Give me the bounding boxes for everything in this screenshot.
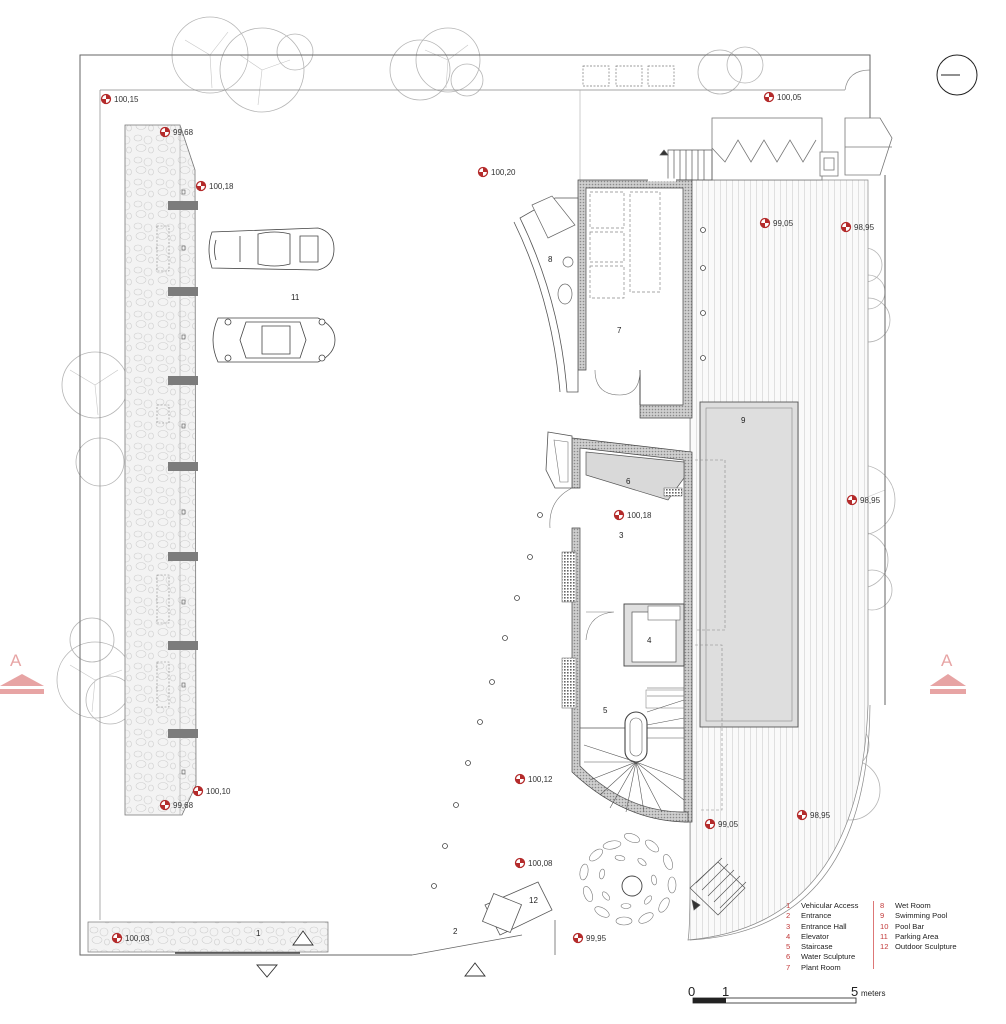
level-value: 99,68 [173, 128, 194, 137]
scale-five: 5 [851, 984, 858, 999]
room-number: 11 [291, 293, 300, 302]
garden-lights [431, 227, 706, 889]
level-marker: 99,68 [159, 126, 194, 138]
room-number: 7 [617, 326, 622, 335]
level-value: 100,18 [209, 182, 234, 191]
level-marker: 100,18 [613, 509, 652, 521]
level-marker: 100,05 [763, 91, 802, 103]
room-number: 9 [741, 416, 746, 425]
section-marker-right: A [930, 651, 966, 694]
level-value: 99,68 [173, 801, 194, 810]
level-value: 100,03 [125, 934, 150, 943]
outdoor-sculpture-ring [579, 833, 677, 926]
section-label-right: A [941, 651, 953, 670]
entrance-mats [561, 551, 577, 709]
room-number: 1 [256, 929, 261, 938]
room-number: 8 [548, 255, 553, 264]
scale-zero: 0 [688, 984, 695, 999]
triangle-markers [256, 930, 486, 978]
level-marker: 100,03 [111, 932, 150, 944]
level-value: 98,95 [854, 223, 875, 232]
level-marker: 98,95 [840, 221, 875, 233]
level-value: 100,18 [627, 511, 652, 520]
room-number: 3 [619, 531, 624, 540]
entrance-path [411, 920, 556, 956]
level-value: 98,95 [860, 496, 881, 505]
vehicular-access [87, 921, 329, 954]
plant-room [577, 178, 693, 419]
scale-bar: 0 1 5 meters [688, 984, 885, 1004]
room-number: 4 [647, 636, 652, 645]
room-numbers: 1 2 3 4 5 6 7 8 9 11 12 [256, 255, 746, 938]
level-value: 100,12 [528, 775, 553, 784]
legend-divider [873, 901, 874, 969]
sculpture-12 [481, 881, 553, 936]
level-marker: 100,08 [514, 857, 553, 869]
north-arrow-icon [936, 54, 978, 96]
car-bottom [212, 317, 336, 363]
level-value: 99,05 [718, 820, 739, 829]
section-label-left: A [10, 651, 22, 670]
level-marker: 100,15 [100, 93, 139, 105]
level-marker: 100,12 [514, 773, 553, 785]
level-value: 100,15 [114, 95, 139, 104]
level-marker: 100,10 [192, 785, 231, 797]
room-number: 12 [529, 896, 538, 905]
planters [582, 65, 675, 87]
room-number: 2 [453, 927, 458, 936]
room-number: 6 [626, 477, 631, 486]
level-value: 98,95 [810, 811, 831, 820]
scale-one: 1 [722, 984, 729, 999]
level-markers: 100,15 99,68 100,18 100,20 100,05 99,05 98,95 1… [100, 91, 881, 944]
level-marker: 100,18 [195, 180, 234, 192]
deck-steps-bottom [689, 857, 747, 916]
level-value: 100,10 [206, 787, 231, 796]
level-marker: 99,68 [159, 799, 194, 811]
room-number: 5 [603, 706, 608, 715]
pool-deck [687, 179, 869, 941]
car-top [208, 227, 335, 271]
scale-unit: meters [861, 989, 885, 998]
level-marker: 99,95 [572, 932, 607, 944]
pebble-garden [124, 124, 198, 816]
deck-steps [659, 149, 713, 181]
level-marker: 99,05 [759, 217, 794, 229]
wet-room [513, 195, 579, 393]
dashed-outline [695, 459, 726, 811]
level-value: 100,20 [491, 168, 516, 177]
level-marker: 100,20 [477, 166, 516, 178]
level-marker: 99,05 [704, 818, 739, 830]
level-marker: 98,95 [846, 494, 881, 506]
level-value: 99,95 [586, 934, 607, 943]
level-marker: 98,95 [796, 809, 831, 821]
pergola [711, 117, 893, 181]
level-value: 100,05 [777, 93, 802, 102]
site-boundary [79, 54, 886, 956]
main-building [545, 431, 693, 823]
section-marker-left: A [0, 651, 44, 694]
level-value: 100,08 [528, 859, 553, 868]
level-value: 99,05 [773, 219, 794, 228]
